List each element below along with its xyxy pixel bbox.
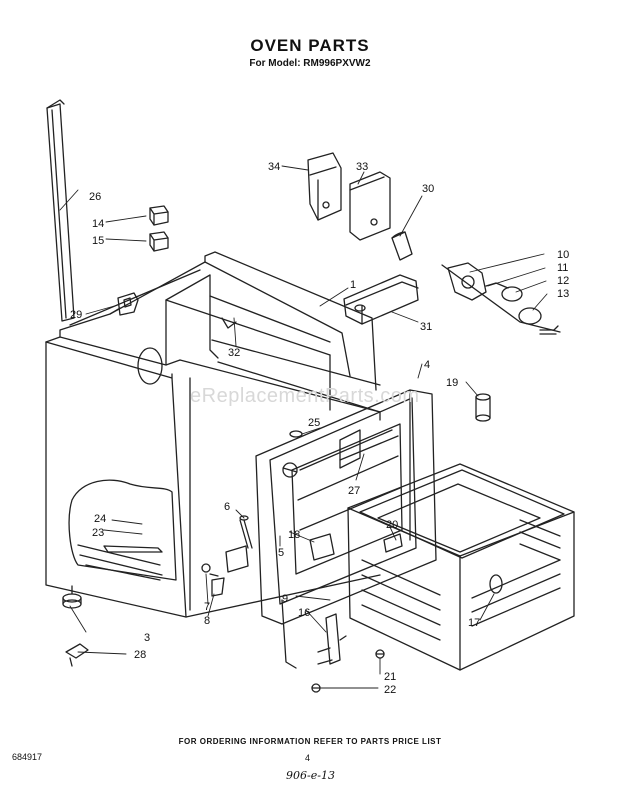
- part-26-side-trim: [46, 99, 75, 322]
- callout-28: 28: [134, 649, 146, 661]
- callout-33: 33: [356, 161, 368, 173]
- callout-16: 16: [298, 607, 310, 619]
- callout-18: 18: [288, 529, 300, 541]
- callout-34: 34: [268, 161, 280, 173]
- callout-29: 29: [70, 309, 82, 321]
- callout-3: 3: [144, 632, 150, 644]
- part-17-20-oven-rack: [347, 463, 575, 671]
- part-28-clip: [65, 643, 89, 667]
- part-10-13-lamp-assembly: [441, 262, 561, 335]
- handwritten-note: 906-e-13: [286, 769, 335, 782]
- callout-11: 11: [557, 262, 568, 274]
- part-5-6-18-brackets: [209, 515, 335, 577]
- callout-31: 31: [420, 321, 432, 333]
- callout-21: 21: [384, 671, 396, 683]
- page-number: 4: [305, 753, 311, 763]
- callout-10: 10: [557, 249, 569, 261]
- callout-25: 25: [308, 417, 320, 429]
- part-15-block: [149, 231, 169, 252]
- callout-12: 12: [557, 275, 569, 287]
- callout-23: 23: [92, 527, 104, 539]
- callout-22: 22: [384, 684, 396, 696]
- page-title: OVEN PARTS: [250, 36, 370, 55]
- callout-17: 17: [468, 617, 480, 629]
- model-subtitle: For Model: RM996PXVW2: [249, 58, 371, 69]
- part-25-27-hardware: [289, 430, 399, 461]
- callout-1: 1: [350, 279, 356, 291]
- part-30-tube: [391, 231, 413, 261]
- part-29-bracket: [117, 292, 139, 316]
- part-3-leveling-foot: [62, 585, 82, 609]
- part-21-22-screws: [311, 649, 385, 693]
- callout-20: 20: [386, 519, 398, 531]
- callout-4: 4: [424, 359, 430, 371]
- callout-24: 24: [94, 513, 106, 525]
- callout-7: 7: [204, 601, 210, 613]
- callout-30: 30: [422, 183, 434, 195]
- part-19-cylinder: [475, 393, 491, 422]
- callout-27: 27: [348, 485, 360, 497]
- callout-9: 9: [282, 593, 288, 605]
- part-34-bracket: [307, 152, 342, 221]
- part-14-block: [149, 205, 169, 226]
- callout-15: 15: [92, 235, 104, 247]
- callout-14: 14: [92, 218, 104, 230]
- part-4-front-frame: [255, 389, 437, 625]
- leader-lines: [59, 165, 548, 689]
- watermark: eReplacementParts.com: [190, 385, 420, 407]
- callout-19: 19: [446, 377, 458, 389]
- callout-13: 13: [557, 288, 569, 300]
- part-33-bracket: [349, 171, 391, 241]
- part-1-oven-body: [45, 251, 381, 618]
- callout-numbers: 26 14 15 29 34 33 30 10 11 12 13 1 31 32…: [70, 161, 569, 696]
- ordering-note: FOR ORDERING INFORMATION REFER TO PARTS …: [178, 737, 442, 746]
- callout-6: 6: [224, 501, 230, 513]
- part-31-vent-duct: [343, 274, 419, 325]
- callout-8: 8: [204, 615, 210, 627]
- part-23-24-cutaway: [68, 479, 177, 581]
- part-9-16-hinge: [281, 599, 347, 669]
- callout-26: 26: [89, 191, 101, 203]
- callout-32: 32: [228, 347, 240, 359]
- part-7-8-screw-clip: [201, 563, 225, 597]
- document-number: 684917: [12, 752, 43, 762]
- callout-5: 5: [278, 547, 284, 559]
